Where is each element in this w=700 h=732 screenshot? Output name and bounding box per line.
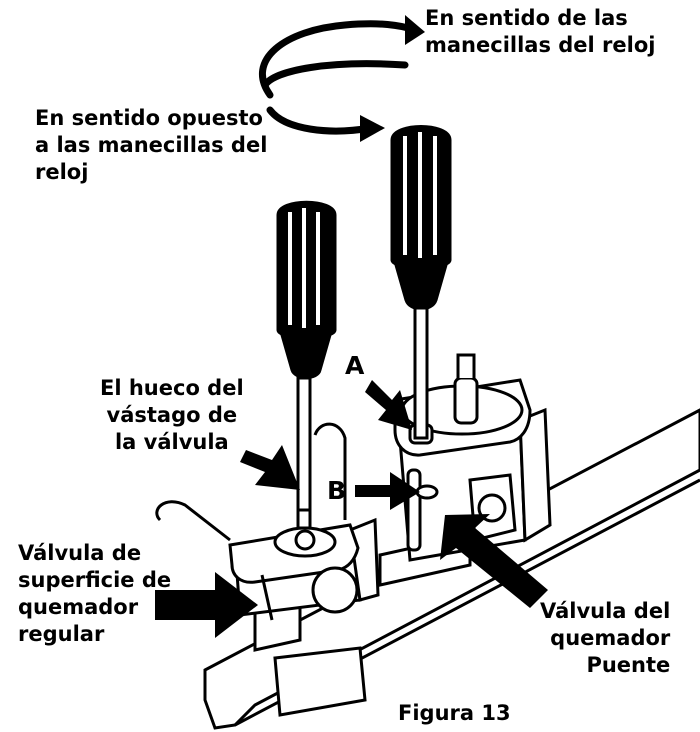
left-screwdriver	[276, 200, 337, 530]
bridge-burner-valve-label: Válvula del quemador Puente	[540, 599, 671, 677]
clockwise-arrow	[259, 20, 419, 99]
middle-loop	[261, 60, 409, 89]
callout-letter-a: A	[345, 351, 365, 380]
callout-arrows	[155, 380, 548, 638]
arrow-a	[365, 380, 412, 430]
counterclockwise-label: En sentido opuesto a las manecillas del …	[35, 106, 268, 184]
clockwise-label: En sentido de las manecillas del reloj	[425, 6, 656, 57]
valve-stem-hole-label: El hueco del vástago de la válvula	[100, 376, 244, 454]
regular-burner-valve	[155, 422, 380, 621]
right-screwdriver	[390, 125, 452, 440]
figure-caption: Figura 13	[398, 701, 511, 725]
callout-letter-b: B	[327, 476, 347, 505]
arrow-to-stem-hole	[240, 445, 300, 490]
arrow-b	[355, 472, 420, 510]
counterclockwise-arrowhead	[360, 115, 385, 142]
bridge-burner-valve	[393, 353, 552, 562]
arrow-to-regular-valve	[155, 572, 258, 638]
clockwise-arrowhead	[405, 15, 425, 45]
regular-burner-valve-label: Válvula de superficie de quemador regula…	[18, 541, 172, 646]
rotation-arrows	[259, 15, 425, 142]
arrow-to-bridge-valve	[440, 514, 548, 620]
counterclockwise-arrow	[266, 106, 374, 135]
